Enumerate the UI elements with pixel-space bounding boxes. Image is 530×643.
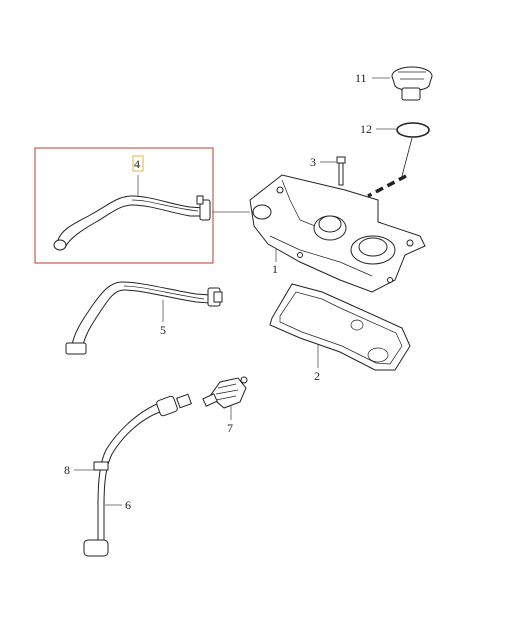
highlight-box-part-4[interactable] (34, 147, 214, 264)
label-4-box (132, 155, 144, 172)
label-11[interactable]: 11 (355, 71, 367, 85)
tube-part-6[interactable] (83, 393, 192, 557)
label-5[interactable]: 5 (160, 323, 166, 337)
filler-cap-part-11[interactable] (391, 66, 433, 101)
hose-part-4[interactable] (53, 195, 211, 251)
label-3[interactable]: 3 (310, 155, 316, 169)
label-7[interactable]: 7 (227, 421, 233, 435)
label-12[interactable]: 12 (360, 122, 372, 136)
label-8[interactable]: 8 (64, 463, 70, 477)
label-4[interactable]: 4 (134, 157, 140, 171)
leader-12-to-cap-seat (401, 137, 413, 177)
valve-cover-part-1[interactable] (249, 174, 426, 293)
bolt-part-3[interactable] (336, 156, 346, 186)
o-ring-part-12[interactable] (396, 122, 430, 138)
label-1[interactable]: 1 (272, 262, 278, 276)
sensor-part-7[interactable] (202, 376, 248, 409)
gasket-part-2[interactable] (269, 283, 411, 371)
hose-part-5[interactable] (65, 281, 223, 355)
label-2[interactable]: 2 (314, 369, 320, 383)
assembly-dashed-line (367, 174, 407, 198)
label-6[interactable]: 6 (125, 498, 131, 512)
